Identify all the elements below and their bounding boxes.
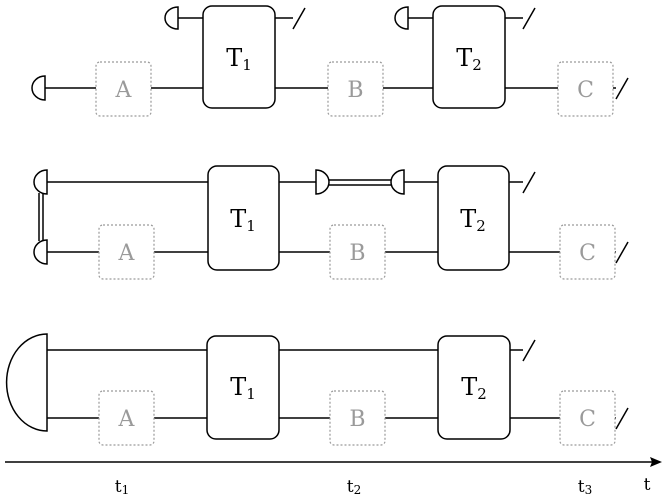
row2-middle-left-cap-icon: [315, 169, 330, 195]
row1-state-a-label: A: [115, 78, 133, 103]
row1-state-c-label: C: [577, 78, 594, 103]
row2-state-b-label: B: [349, 241, 365, 266]
row2-upper-input-cap-icon: [33, 169, 48, 195]
axis-label-t: t: [644, 475, 651, 495]
row-3: A B C T1 T2: [5, 333, 629, 446]
row2-t1-box: [207, 165, 280, 271]
row2-t2-discard-icon: [522, 171, 536, 194]
row3-t2-box: [437, 335, 511, 440]
row2-state-b-box: [329, 224, 386, 280]
row-2: A B C T1 T2: [33, 165, 629, 280]
row1-t2-box: [432, 5, 506, 109]
row3-output-discard-icon: [615, 407, 629, 430]
row1-t2-label: T2: [456, 44, 482, 74]
row2-t2-label: T2: [460, 205, 486, 235]
time-axis: t1 t2 t3 t: [5, 457, 662, 497]
axis-tick-t3: t3: [578, 477, 592, 497]
row1-state-a-box: [95, 61, 152, 117]
row2-state-a-box: [98, 224, 155, 280]
row1-t2-discard-icon: [522, 7, 536, 30]
row-1: A B C T1 T2: [31, 5, 629, 117]
row3-t2-label: T2: [461, 373, 487, 403]
row1-output-discard-icon: [615, 77, 629, 100]
row3-t1-box: [206, 335, 280, 440]
row1-t1-input-cap-icon: [164, 6, 179, 30]
row3-state-a-label: A: [118, 407, 136, 432]
row2-state-a-label: A: [118, 241, 136, 266]
row2-state-c-box: [559, 224, 616, 280]
row1-state-b-label: B: [347, 78, 363, 103]
row2-t2-box: [437, 165, 510, 271]
axis-tick-t2: t2: [347, 477, 361, 497]
row2-output-discard-icon: [615, 241, 629, 264]
row3-state-b-box: [329, 390, 386, 446]
row1-t1-label: T1: [226, 44, 252, 74]
row2-t1-label: T1: [230, 205, 256, 235]
row3-joint-input-cap-icon: [5, 333, 48, 432]
row3-t2-discard-icon: [522, 339, 536, 362]
axis-tick-t1: t1: [115, 477, 129, 497]
row1-state-b-box: [327, 61, 384, 117]
row1-t1-box: [202, 5, 276, 109]
row1-t2-input-cap-icon: [394, 6, 409, 30]
row2-state-c-label: C: [579, 241, 596, 266]
time-axis-arrowhead-icon: [650, 457, 662, 467]
row2-lower-input-cap-icon: [33, 239, 48, 265]
row1-state-c-box: [557, 61, 614, 117]
row3-state-a-box: [98, 390, 155, 446]
row3-state-c-box: [559, 390, 616, 446]
row1-t1-discard-icon: [292, 7, 306, 30]
row3-state-c-label: C: [579, 407, 596, 432]
row1-input-cap-icon: [31, 75, 46, 101]
row2-middle-right-cap-icon: [390, 169, 405, 195]
row3-t1-label: T1: [230, 373, 256, 403]
row3-state-b-label: B: [349, 407, 365, 432]
